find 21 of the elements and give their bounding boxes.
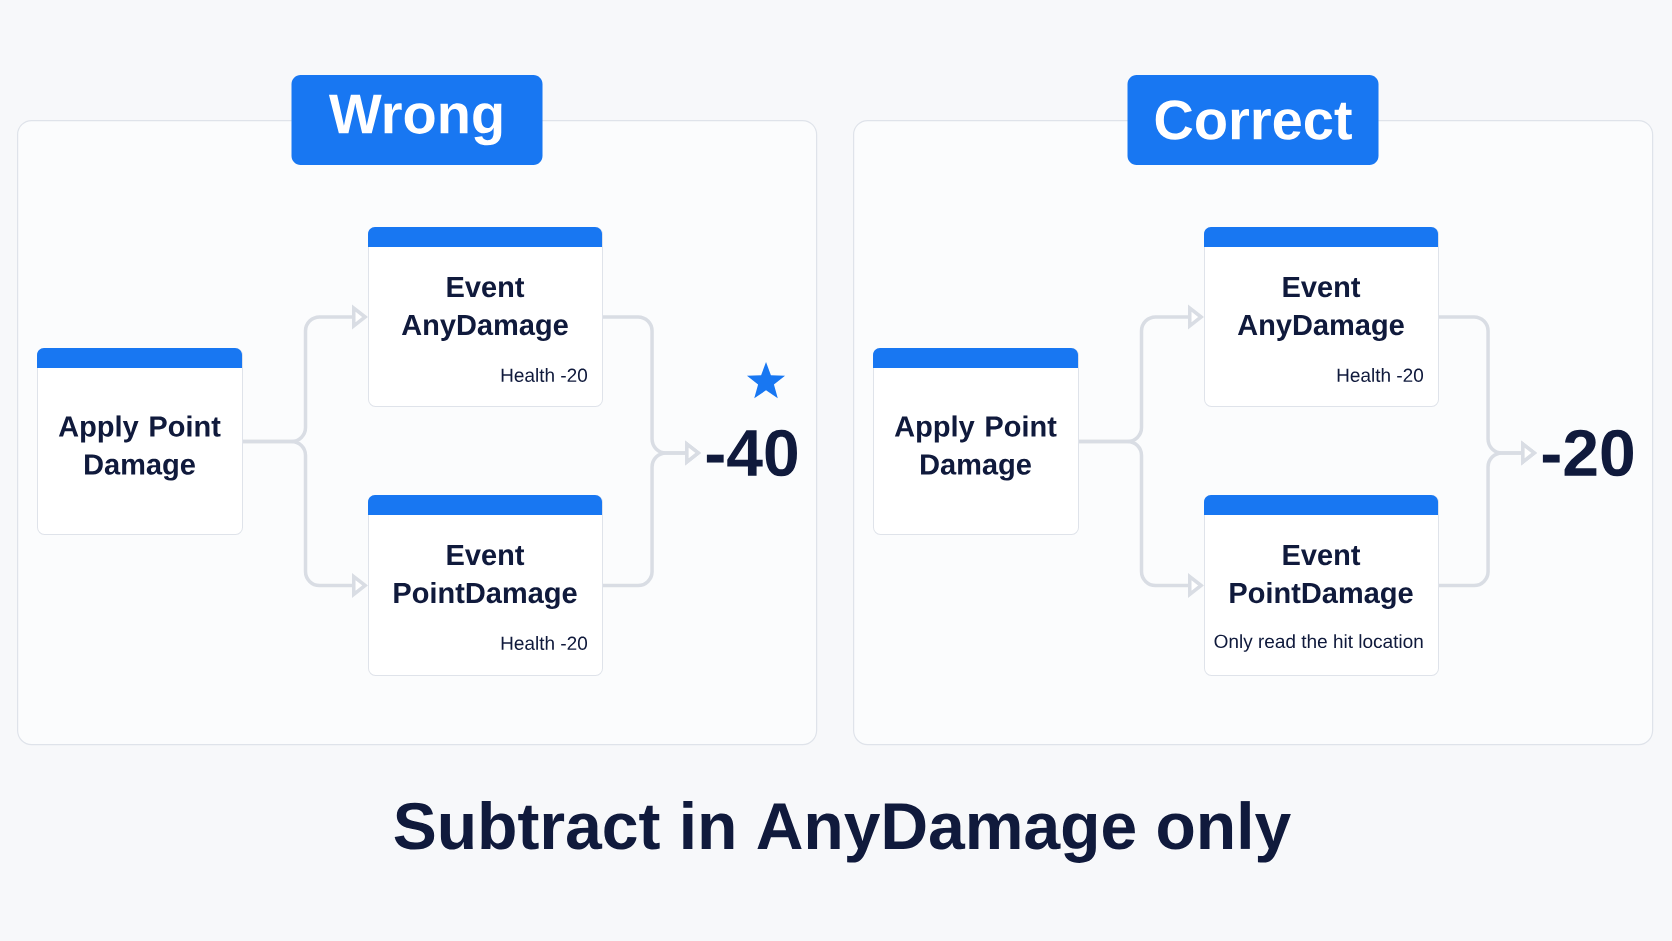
box-note: Health -20 — [501, 368, 588, 382]
box-title: Event PointDamage — [394, 544, 577, 610]
result-value: -40 — [706, 429, 797, 477]
box-note: Health -20 — [1337, 368, 1424, 382]
box-title: Apply Point Damage — [58, 415, 221, 481]
event-box — [368, 227, 603, 407]
event-box — [1204, 495, 1439, 676]
event-box — [1204, 227, 1439, 407]
panel-title: Wrong — [291, 75, 543, 165]
box-title: Event AnyDamage — [1237, 276, 1404, 342]
box-title: Apply Point Damage — [894, 415, 1057, 481]
box-note: Health -20 — [501, 636, 588, 650]
panel-title: Correct — [1127, 75, 1379, 165]
event-box — [37, 348, 243, 535]
box-title: Event AnyDamage — [401, 276, 568, 342]
caption: Subtract in AnyDamage only — [394, 801, 1291, 863]
box-note: Only read the hit location — [1214, 634, 1423, 652]
result-value: -20 — [1542, 429, 1633, 477]
event-box — [873, 348, 1079, 535]
event-box — [368, 495, 603, 676]
box-title: Event PointDamage — [1230, 544, 1413, 610]
